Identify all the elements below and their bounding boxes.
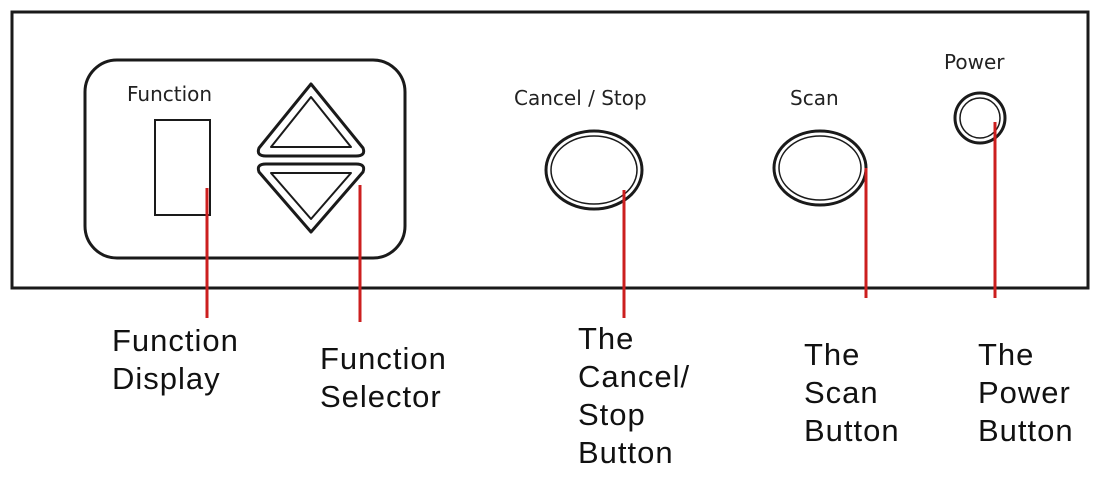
callout-power-line-2: Power bbox=[978, 375, 1071, 410]
cancel-stop-button-inner-ring bbox=[550, 135, 638, 205]
callout-scan-button: The Scan Button bbox=[804, 336, 900, 450]
callout-cancel-stop-line-4: Button bbox=[578, 435, 674, 470]
function-display-window bbox=[154, 119, 211, 216]
power-panel-label: Power bbox=[944, 50, 1005, 74]
callout-power-line-1: The bbox=[978, 337, 1035, 372]
callout-scan-line-2: Scan bbox=[804, 375, 879, 410]
callout-cancel-stop-button: The Cancel/ Stop Button bbox=[578, 320, 690, 472]
callout-cancel-stop-line-2: Cancel/ bbox=[578, 359, 691, 394]
callout-scan-line-3: Button bbox=[804, 413, 900, 448]
cancel-stop-button[interactable] bbox=[544, 129, 644, 211]
function-panel-label: Function bbox=[127, 82, 213, 106]
callout-cancel-stop-line-3: Stop bbox=[578, 397, 646, 432]
callout-function-display-line-2: Display bbox=[112, 361, 221, 396]
power-button-inner-ring bbox=[959, 97, 1001, 139]
function-group-outline bbox=[83, 58, 407, 260]
control-panel-outline bbox=[10, 10, 1090, 290]
cancel-stop-panel-label: Cancel / Stop bbox=[514, 86, 647, 110]
callout-scan-line-1: The bbox=[804, 337, 861, 372]
up-arrow-icon[interactable] bbox=[256, 82, 366, 158]
scan-button-inner-ring bbox=[778, 135, 862, 201]
down-arrow-inner-outline bbox=[270, 172, 352, 220]
callout-power-button: The Power Button bbox=[978, 336, 1074, 450]
scan-panel-label: Scan bbox=[790, 86, 839, 110]
up-arrow-inner-outline bbox=[270, 96, 352, 148]
power-button[interactable] bbox=[953, 91, 1007, 145]
callout-function-selector: Function Selector bbox=[320, 340, 447, 416]
callout-cancel-stop-line-1: The bbox=[578, 321, 635, 356]
callout-function-selector-line-2: Selector bbox=[320, 379, 442, 414]
callout-function-display-line-1: Function bbox=[112, 323, 239, 358]
callout-function-display: Function Display bbox=[112, 322, 239, 398]
callout-function-selector-line-1: Function bbox=[320, 341, 447, 376]
down-arrow-icon[interactable] bbox=[256, 162, 366, 234]
callout-power-line-3: Button bbox=[978, 413, 1074, 448]
